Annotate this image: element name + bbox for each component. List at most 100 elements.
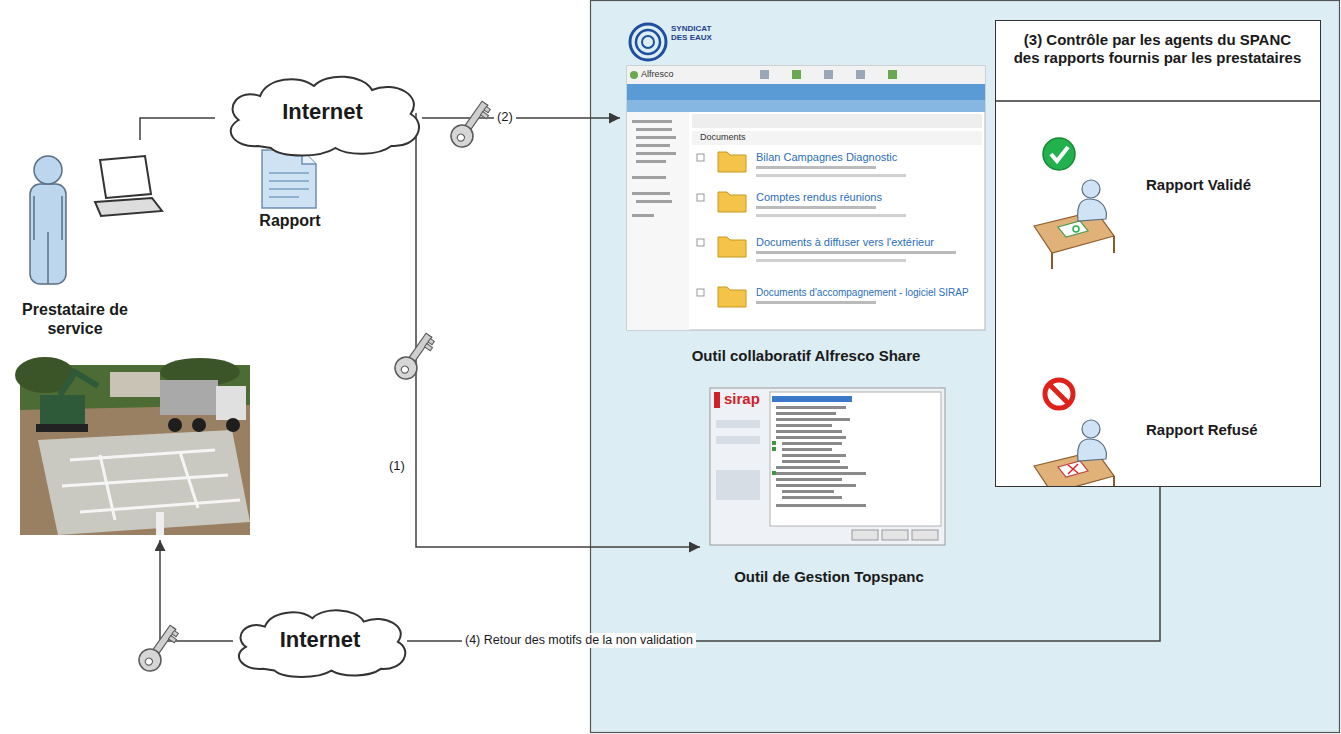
status-icons-part <box>1034 420 1114 486</box>
topspanc-screenshot-part <box>716 470 760 500</box>
logo-text: SYNDICAT DES EAUX <box>671 24 725 42</box>
status-icons-part-part <box>1068 465 1078 473</box>
topspanc-screenshot-part-part <box>772 441 776 445</box>
topspanc-screenshot-part-part <box>776 478 842 481</box>
report-icon-part-part <box>269 196 299 198</box>
icon-caption: Rapport <box>240 212 340 230</box>
topspanc-screenshot-part-part <box>776 424 832 427</box>
folder-rows-part <box>756 206 876 209</box>
alfresco-screenshot-part-part <box>636 144 670 147</box>
folder-rows-part <box>697 239 704 246</box>
topspanc-screenshot-part-part <box>776 418 850 421</box>
syndicat-logo-part <box>636 30 660 54</box>
alfresco-screenshot-part-part <box>636 152 676 155</box>
connector-line <box>140 118 215 140</box>
alfresco-screenshot-part <box>824 70 833 79</box>
status-icons-part <box>1045 380 1073 408</box>
topspanc-screenshot-part-part <box>782 496 842 499</box>
status-icons-part <box>1034 180 1114 269</box>
screen-text: Alfresco <box>641 69 674 79</box>
person-icon-part <box>47 232 49 284</box>
topspanc-screenshot-part-part <box>776 436 846 439</box>
site-photo-part <box>226 418 240 432</box>
topspanc-screenshot-part <box>716 420 760 428</box>
cloud-node: Internet <box>215 68 430 158</box>
edge-label: (2) <box>494 109 516 125</box>
system-panel <box>591 1 1340 733</box>
screen-link: Documents à diffuser vers l'extérieur <box>756 236 934 249</box>
status-icons-part-part <box>1058 221 1088 237</box>
topspanc-screenshot-part <box>776 406 866 507</box>
folder-rows-part <box>697 154 704 161</box>
topspanc-screenshot-part-part <box>782 448 832 451</box>
alfresco-screenshot-part <box>627 66 985 84</box>
tool-caption: Outil de Gestion Topspanc <box>700 568 958 586</box>
topspanc-screenshot-part <box>772 396 852 402</box>
status-icons-part <box>1049 384 1069 404</box>
alfresco-screenshot-part <box>627 112 689 330</box>
alfresco-screenshot-part <box>630 71 638 79</box>
status-icons-part-part <box>1073 226 1079 232</box>
alfresco-screenshot-part-part <box>632 192 670 195</box>
syndicat-logo-part <box>630 24 666 60</box>
status-label: Rapport Refusé <box>1146 421 1316 439</box>
site-photo-part <box>168 418 182 432</box>
status-icons-part <box>1043 138 1075 170</box>
laptop-icon <box>95 156 162 216</box>
topspanc-screenshot-part-part <box>776 430 842 433</box>
alfresco-screenshot-part-part <box>632 214 654 217</box>
status-icons-part-part <box>1082 180 1100 198</box>
folder-rows-part <box>718 287 746 307</box>
site-photo <box>15 357 250 535</box>
report-icon-part-part <box>269 180 309 182</box>
topspanc-screenshot <box>710 388 945 545</box>
actor-node: Prestataire de service <box>10 140 260 540</box>
folder-rows-part <box>697 194 704 201</box>
topspanc-screenshot-part-part <box>782 460 840 463</box>
site-photo-part <box>60 372 98 395</box>
folder-rows-part <box>718 237 746 257</box>
syndicat-logo <box>630 24 666 60</box>
site-photo-part <box>110 372 160 397</box>
status-icons-part-part <box>1113 476 1115 486</box>
report-icon-part-part <box>269 172 309 174</box>
site-photo-part-part <box>100 455 115 520</box>
topspanc-screenshot-part-part <box>782 442 842 445</box>
site-photo-part <box>62 450 240 520</box>
key-symbol <box>391 329 438 383</box>
site-photo-part <box>192 418 206 432</box>
edge-label: (1) <box>386 458 408 474</box>
status-icons-part <box>1051 147 1068 161</box>
site-photo-part <box>40 395 85 425</box>
box-divider <box>996 100 1320 102</box>
alfresco-screenshot-part-part <box>632 120 672 123</box>
status-icons-part-part <box>1078 439 1107 461</box>
folder-rows-part <box>697 289 704 296</box>
alfresco-screenshot-part-part <box>632 176 666 179</box>
site-photo-part-part <box>180 452 198 508</box>
screen-link: Comptes rendus réunions <box>756 191 882 204</box>
topspanc-screenshot-part-part <box>772 447 776 451</box>
folder-rows-part <box>756 166 876 169</box>
alfresco-screenshot-part <box>627 66 985 330</box>
connector-line <box>416 113 700 547</box>
topspanc-screenshot-part <box>714 392 720 408</box>
edge-label: (4) Retour des motifs de la non validati… <box>462 633 696 648</box>
alfresco-screenshot-part <box>632 120 676 217</box>
topspanc-screenshot-part <box>710 388 945 545</box>
laptop-icon-part <box>100 156 151 198</box>
site-photo-part-part <box>62 475 228 486</box>
topspanc-screenshot-part <box>912 530 938 540</box>
control-box: (3) Contrôle par les agents du SPANC des… <box>995 20 1321 487</box>
topspanc-screenshot-part <box>770 392 941 526</box>
topspanc-screenshot-part-part <box>776 504 866 507</box>
alfresco-screenshot-part <box>856 70 865 79</box>
actor-label: Prestataire de service <box>10 300 140 338</box>
folder-rows-part <box>756 301 876 304</box>
alfresco-screenshot-part <box>760 70 769 79</box>
status-icons-part-part <box>1082 420 1100 438</box>
report-icon <box>262 150 316 208</box>
person-icon-part <box>30 184 66 284</box>
alfresco-screenshot-part <box>692 131 982 145</box>
